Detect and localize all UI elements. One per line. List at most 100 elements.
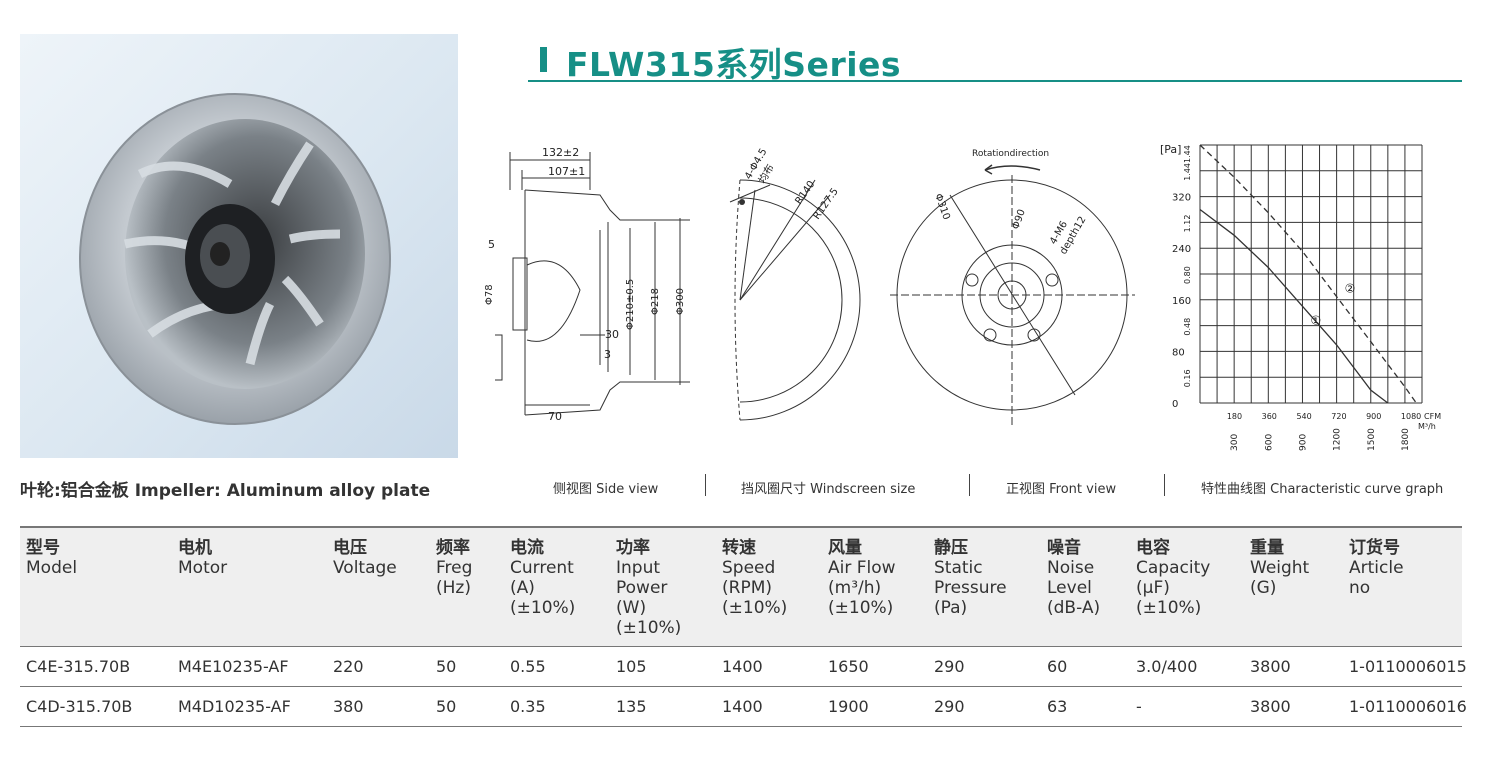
- chart-series-line: [1199, 208, 1389, 404]
- chart-x-tick-m3h: 1200: [1333, 428, 1343, 451]
- table-cell: 1900: [822, 686, 928, 727]
- dim-30: 30: [605, 328, 619, 341]
- table-cell: 1400: [716, 686, 822, 727]
- table-cell: C4D-315.70B: [20, 686, 172, 727]
- chart-x-tick-m3h: 300: [1230, 434, 1240, 451]
- chart-y-tick: 80: [1172, 347, 1185, 358]
- column-header-zh: 噪音: [1047, 538, 1081, 558]
- characteristic-curve-chart: [Pa] 1.44 CFM M³/h 0 801602403200.160.48…: [1160, 143, 1441, 451]
- caption-separator: [705, 474, 706, 496]
- chart-y2-top: 1.44: [1183, 145, 1192, 163]
- chart-x-tick-cfm: 1080: [1401, 412, 1421, 421]
- chart-series-label: ①: [1310, 313, 1321, 327]
- column-header-zh: 电容: [1136, 538, 1170, 558]
- column-header-en: Weight (G): [1250, 558, 1310, 598]
- table-cell: 135: [610, 686, 716, 727]
- dim-5: 5: [488, 238, 495, 251]
- column-header-zh: 订货号: [1349, 538, 1400, 558]
- table-cell: M4E10235-AF: [172, 646, 327, 687]
- chart-x-unit-cfm: CFM: [1424, 412, 1441, 421]
- table-cell: 1400: [716, 646, 822, 687]
- table-cell: 220: [327, 646, 430, 687]
- chart-y2-tick: 0.80: [1183, 266, 1192, 284]
- column-header-en: Article no: [1349, 558, 1404, 598]
- side-view-drawing: 132±2 107±1 5 Φ78 Φ210±0.5 Φ218 Φ300 30 …: [484, 146, 690, 423]
- chart-series-line: [1199, 144, 1417, 404]
- dim-phi218: Φ218: [650, 288, 661, 315]
- chart-x-tick-cfm: 720: [1331, 412, 1346, 421]
- column-header-zh: 型号: [26, 538, 60, 558]
- column-header-en: Capacity (μF) (±10%): [1136, 558, 1211, 618]
- column-header-zh: 风量: [828, 538, 862, 558]
- chart-x-tick-cfm: 360: [1262, 412, 1277, 421]
- fan-impeller-image: [79, 93, 391, 425]
- column-header-zh: 静压: [934, 538, 968, 558]
- mount-hole: [739, 199, 745, 205]
- windscreen-drawing: 4-Φ4.5 均布 R140 R127.5: [729, 147, 861, 421]
- front-view-caption: 正视图 Front view: [1006, 482, 1117, 497]
- column-header-zh: 转速: [722, 538, 756, 558]
- chart-y-tick: 160: [1172, 296, 1191, 307]
- column-header-en: Air Flow (m³/h) (±10%): [828, 558, 896, 618]
- product-photo: [20, 34, 458, 458]
- column-header-zh: 重量: [1250, 538, 1284, 558]
- table-cell: -: [1130, 686, 1244, 727]
- chart-x-tick-cfm: 180: [1227, 412, 1242, 421]
- side-view-caption: 侧视图 Side view: [553, 482, 659, 497]
- table-cell: M4D10235-AF: [172, 686, 327, 727]
- chart-ylabel: [Pa]: [1160, 143, 1181, 156]
- chart-series-label: ②: [1345, 282, 1356, 296]
- dim-3: 3: [604, 348, 611, 361]
- table-cell: 3.0/400: [1130, 646, 1244, 687]
- dim-phi300: Φ300: [675, 288, 686, 315]
- caption-separator: [1164, 474, 1165, 496]
- chart-x-tick-cfm: 900: [1366, 412, 1381, 421]
- table-cell: 60: [1041, 646, 1130, 687]
- curve-caption: 特性曲线图 Characteristic curve graph: [1201, 482, 1444, 497]
- table-cell: 63: [1041, 686, 1130, 727]
- chart-x-tick-m3h: 600: [1264, 434, 1274, 451]
- dim-70: 70: [548, 410, 562, 423]
- chart-y-tick: 240: [1172, 244, 1191, 255]
- impeller-caption: 叶轮:铝合金板 Impeller: Aluminum alloy plate: [20, 481, 431, 501]
- title-accent-bar: [540, 47, 547, 72]
- chart-y-tick: 320: [1172, 193, 1191, 204]
- table-cell: 3800: [1244, 646, 1343, 687]
- dim-phi90: Φ90: [1010, 208, 1027, 231]
- chart-x-unit-m3h: M³/h: [1418, 422, 1436, 431]
- dim-132: 132±2: [542, 146, 579, 159]
- title-underline: [528, 80, 1462, 82]
- chart-y2-tick: 0.16: [1183, 369, 1192, 387]
- table-cell: 290: [928, 646, 1041, 687]
- chart-x-tick-m3h: 900: [1298, 434, 1308, 451]
- chart-y2-tick: 0.48: [1183, 318, 1192, 336]
- table-cell: C4E-315.70B: [20, 646, 172, 687]
- table-cell: 1-0110006015: [1343, 646, 1467, 687]
- table-cell: 0.55: [504, 646, 610, 687]
- column-header-en: Model: [26, 558, 78, 578]
- table-cell: 290: [928, 686, 1041, 727]
- table-cell: 1-0110006016: [1343, 686, 1467, 727]
- column-header-en: Motor: [178, 558, 228, 578]
- column-header-zh: 电流: [510, 538, 544, 558]
- rotation-direction-label: Rotationdirection: [972, 149, 1049, 159]
- table-cell: 50: [430, 686, 504, 727]
- column-header-zh: 功率: [616, 538, 650, 558]
- dim-r140: R140: [793, 179, 817, 207]
- table-cell: 50: [430, 646, 504, 687]
- dim-phi210: Φ210±0.5: [625, 279, 636, 330]
- table-cell: 105: [610, 646, 716, 687]
